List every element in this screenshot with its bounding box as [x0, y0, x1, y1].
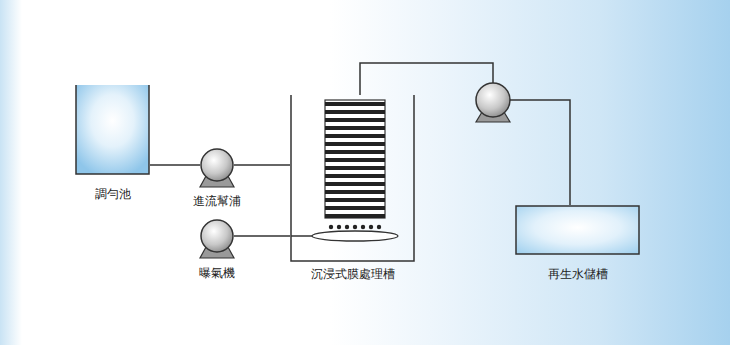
tank-wall [76, 85, 149, 174]
pump-shape [200, 148, 234, 188]
tank-label: 曝氣機 [197, 266, 237, 280]
storage-tank [516, 206, 639, 254]
membrane-sheet [325, 134, 385, 138]
tank-node: 沉浸式膜處理槽 [290, 95, 415, 262]
tank-water [76, 85, 149, 174]
membrane-sheet [325, 142, 385, 146]
tank-label: 沉浸式膜處理槽 [309, 267, 397, 281]
store-shape [515, 205, 640, 255]
air-bubble [353, 225, 357, 229]
tank-wall [291, 95, 414, 261]
tank-label: 進流幫浦 [191, 194, 243, 208]
membrane-sheet [325, 158, 385, 162]
membrane-sheet [325, 214, 385, 218]
outlet-pump [476, 83, 510, 122]
pipe [234, 235, 290, 237]
membrane-sheet [325, 118, 385, 122]
air-bubble [329, 225, 333, 229]
membrane-shape [290, 95, 415, 262]
pump-node: 曝氣機 [200, 219, 234, 259]
pipe [360, 63, 570, 205]
membrane-sheet [325, 166, 385, 170]
tank-label: 再生水儲槽 [546, 267, 610, 281]
air-diffuser [312, 231, 398, 241]
membrane-sheet [325, 110, 385, 114]
pump-body [201, 149, 233, 181]
air-bubble [361, 225, 365, 229]
pump-body [476, 83, 510, 117]
membrane-sheet [325, 190, 385, 194]
air-bubble [337, 225, 341, 229]
membrane-sheet [325, 126, 385, 130]
membrane-sheet [325, 198, 385, 202]
air-bubble [377, 225, 381, 229]
tank-node: 再生水儲槽 [515, 205, 640, 255]
membrane-sheet [325, 182, 385, 186]
air-pipe [291, 235, 312, 237]
pipe [234, 164, 290, 166]
pipe [150, 164, 200, 166]
air-bubble [369, 225, 373, 229]
air-bubble [345, 225, 349, 229]
pump-body [201, 220, 233, 252]
membrane-module [325, 100, 385, 218]
membrane-sheet [325, 102, 385, 106]
membrane-sheet [325, 150, 385, 154]
tank-shape [75, 85, 150, 175]
membrane-sheet [325, 206, 385, 210]
tank-label: 調勻池 [93, 187, 133, 201]
tank-node: 調勻池 [75, 85, 150, 175]
pump-node: 進流幫浦 [200, 148, 234, 188]
pump-shape [200, 219, 234, 259]
membrane-sheet [325, 174, 385, 178]
